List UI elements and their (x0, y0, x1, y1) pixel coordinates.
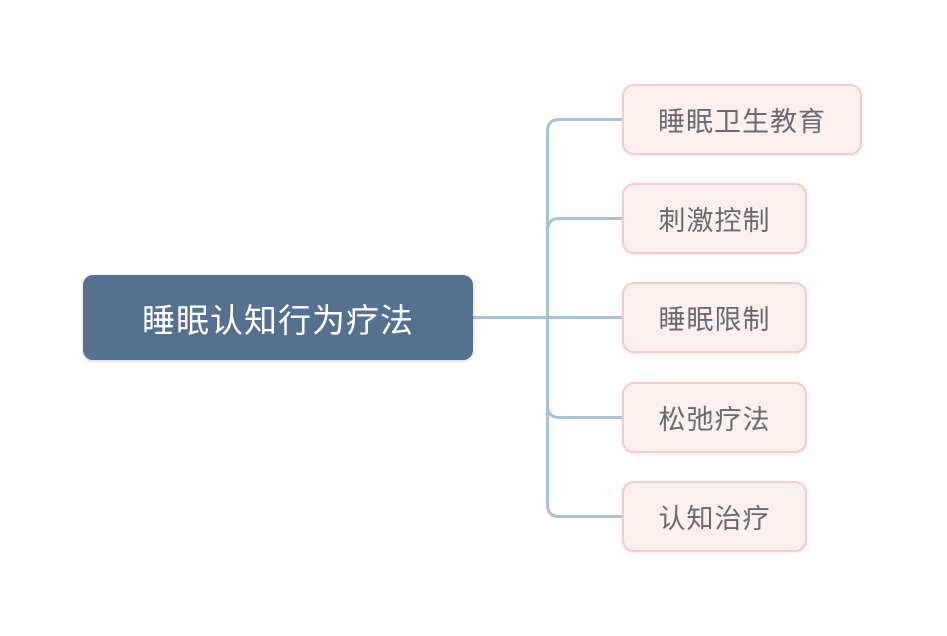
root-node-label: 睡眠认知行为疗法 (142, 301, 414, 339)
root-node-cbti[interactable]: 睡眠认知行为疗法 (83, 275, 473, 360)
child-node-label: 睡眠卫生教育 (658, 107, 826, 137)
child-node-label: 刺激控制 (658, 206, 771, 236)
child-node-label: 睡眠限制 (658, 305, 771, 335)
connector-trunk-to-stimulus-control (546, 217, 624, 319)
child-node-cognitive-therapy[interactable]: 认知治疗 (622, 481, 807, 552)
child-node-sleep-restriction[interactable]: 睡眠限制 (622, 282, 807, 353)
child-node-sleep-hygiene-education[interactable]: 睡眠卫生教育 (622, 84, 862, 155)
child-node-relaxation-therapy[interactable]: 松弛疗法 (622, 382, 807, 453)
child-node-stimulus-control[interactable]: 刺激控制 (622, 183, 807, 254)
connector-trunk-to-sleep-hygiene (546, 118, 624, 319)
connector-trunk-to-relaxation (546, 316, 624, 419)
child-node-label: 松弛疗法 (658, 405, 771, 435)
child-node-label: 认知治疗 (658, 504, 771, 534)
connector-trunk-to-cognitive (546, 316, 624, 518)
